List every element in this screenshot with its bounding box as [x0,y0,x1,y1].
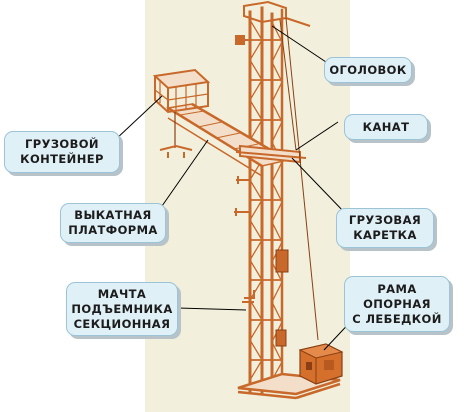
label-mast: МАЧТА ПОДЪЕМНИКА СЕКЦИОННАЯ [66,282,178,336]
rope [279,17,319,341]
label-head: ОГОЛОВОК [324,57,412,83]
leader-lines [114,25,357,351]
cargo-container [152,68,211,158]
label-carriage: ГРУЗОВАЯ КАРЕТКА [336,208,434,248]
background-band [145,0,350,412]
mast-brackets [234,176,289,347]
label-platform: ВЫКАТНАЯ ПЛАТФОРМА [60,203,166,243]
label-rope: КАНАТ [344,114,428,140]
winch [298,343,344,385]
label-container: ГРУЗОВОЙ КОНТЕЙНЕР [4,131,120,173]
label-frame: РАМА ОПОРНАЯ С ЛЕБЕДКОЙ [344,276,450,332]
